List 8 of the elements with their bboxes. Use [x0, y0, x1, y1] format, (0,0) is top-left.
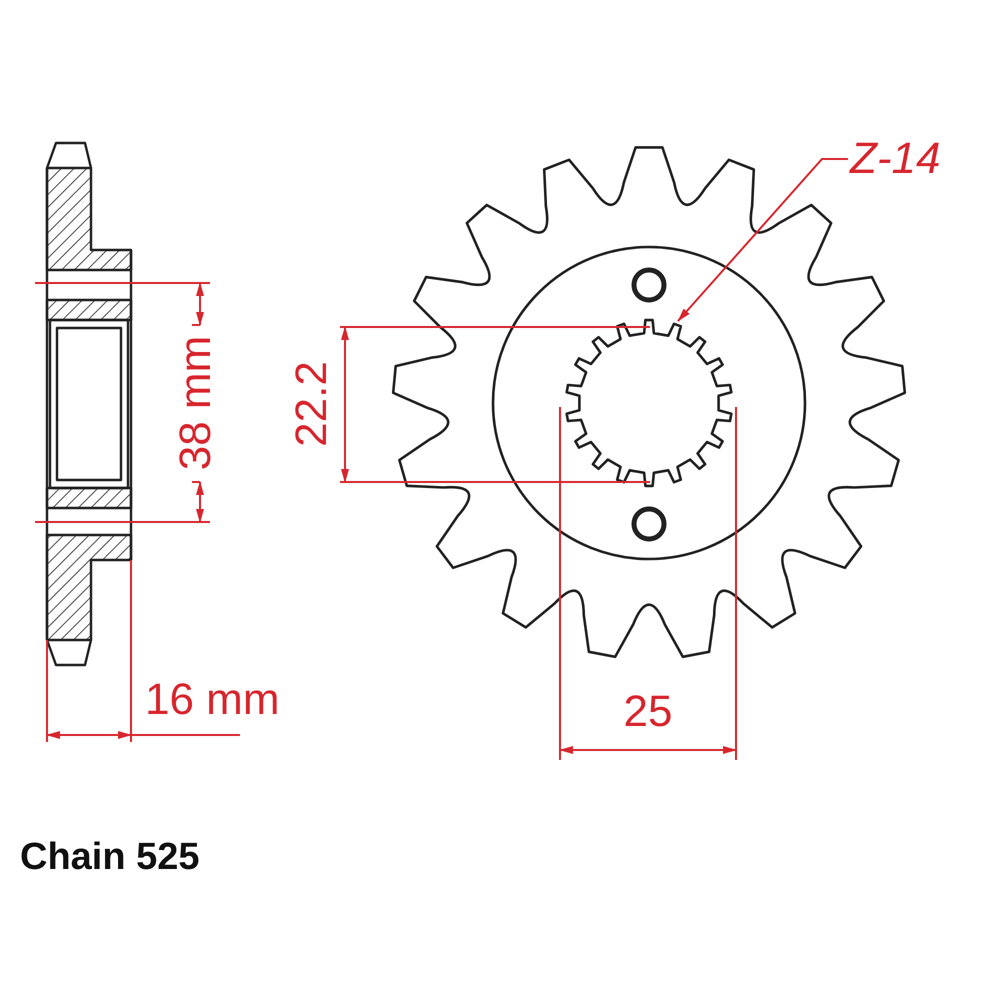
dimension-value: 25: [624, 690, 672, 734]
dimension-value: 38 mm: [174, 336, 218, 470]
callout-label: Z-14: [850, 137, 940, 181]
leader-line: [677, 158, 848, 322]
dimension-value: 22.2: [290, 361, 334, 447]
dimension-value: 16 mm: [145, 678, 280, 722]
chain-size-text: Chain 525: [20, 838, 200, 876]
splined-bore: [565, 318, 733, 488]
